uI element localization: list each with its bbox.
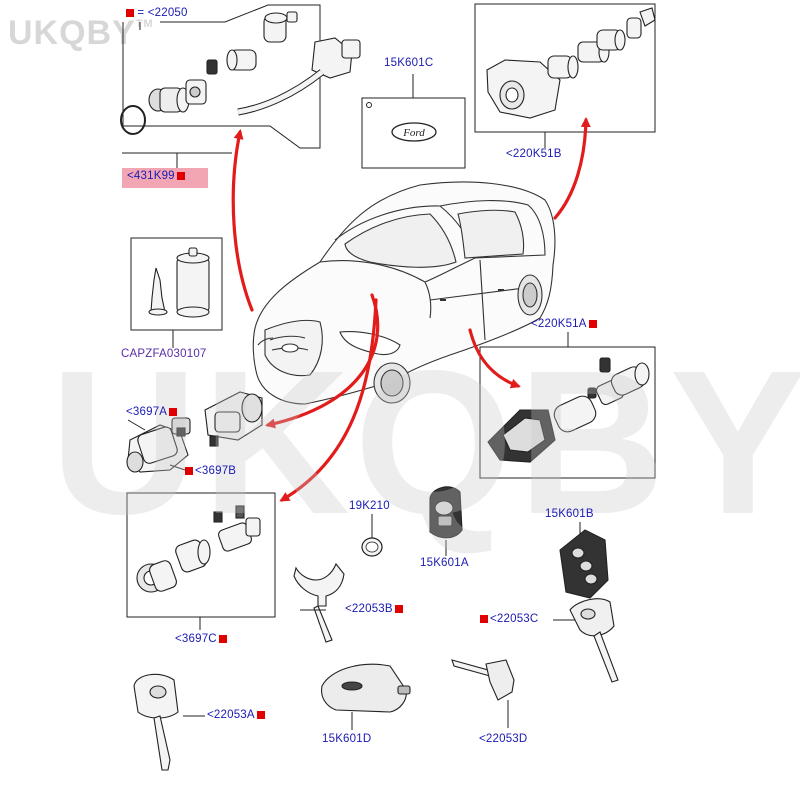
smartkey-15K601D: [321, 663, 411, 730]
red-marker-icon: [218, 634, 227, 643]
red-marker-icon: [169, 407, 178, 416]
watermark-small: UKQBYTM: [8, 14, 154, 52]
highlight-431K99: [122, 168, 208, 188]
red-marker-icon: [394, 604, 403, 613]
car-drawing: [252, 181, 556, 405]
label-CAPZFA030107: CAPZFA030107: [121, 348, 207, 360]
ignition-lock-parts: [136, 505, 261, 593]
key-22053D: [451, 659, 515, 728]
rear-door-lock-box: [479, 332, 656, 479]
tailgate-lock-parts: [486, 7, 656, 119]
red-marker-icon: [480, 614, 488, 623]
watermark-large: UKQBYTM: [50, 328, 800, 557]
sealant-parts: [148, 247, 210, 318]
label-15K601B: 15K601B: [545, 508, 594, 520]
ford-logo-text: Ford: [402, 127, 425, 139]
label-22053C: <22053C: [480, 613, 538, 625]
door-lock-parts: [120, 11, 361, 135]
ford-card-box: [361, 74, 466, 169]
label-3697C: <3697C: [175, 633, 227, 645]
sealant-box: [130, 237, 223, 348]
ignition-parts: [126, 391, 263, 473]
ignition-lock-box: [126, 492, 276, 630]
label-3697A: <3697A: [126, 406, 178, 418]
label-15K601A: 15K601A: [420, 557, 469, 569]
label-15K601C: 15K601C: [384, 57, 434, 69]
remote-15K601B: [559, 522, 609, 599]
label-220K51B: <220K51B: [506, 148, 562, 160]
red-marker-icon: [126, 8, 134, 17]
label-22050: = <22050: [126, 7, 188, 19]
label-19K210: 19K210: [349, 500, 390, 512]
red-marker-icon: [176, 171, 185, 180]
red-marker-icon: [185, 466, 193, 475]
fob-15K601A: [429, 486, 463, 556]
label-431K99: <431K99: [127, 170, 185, 182]
key-22053A: [133, 673, 179, 771]
label-22053A: <22053A: [207, 709, 265, 721]
red-arrows: [231, 117, 591, 502]
label-22053B: <22053B: [345, 603, 403, 615]
tailgate-lock-box: [474, 3, 656, 148]
key-22053C: [569, 598, 619, 683]
leader-lines: [127, 419, 575, 717]
door-lock-set-box: [122, 4, 321, 170]
ring-19K210: [361, 514, 383, 557]
label-22053D: <22053D: [479, 733, 528, 745]
label-3697B: <3697B: [185, 465, 236, 477]
red-marker-icon: [588, 319, 597, 328]
label-220K51A: <220K51A: [531, 318, 597, 330]
rear-door-lock-parts: [487, 357, 650, 463]
red-marker-icon: [256, 710, 265, 719]
label-15K601D: 15K601D: [322, 733, 372, 745]
key-22053B: [293, 562, 345, 643]
